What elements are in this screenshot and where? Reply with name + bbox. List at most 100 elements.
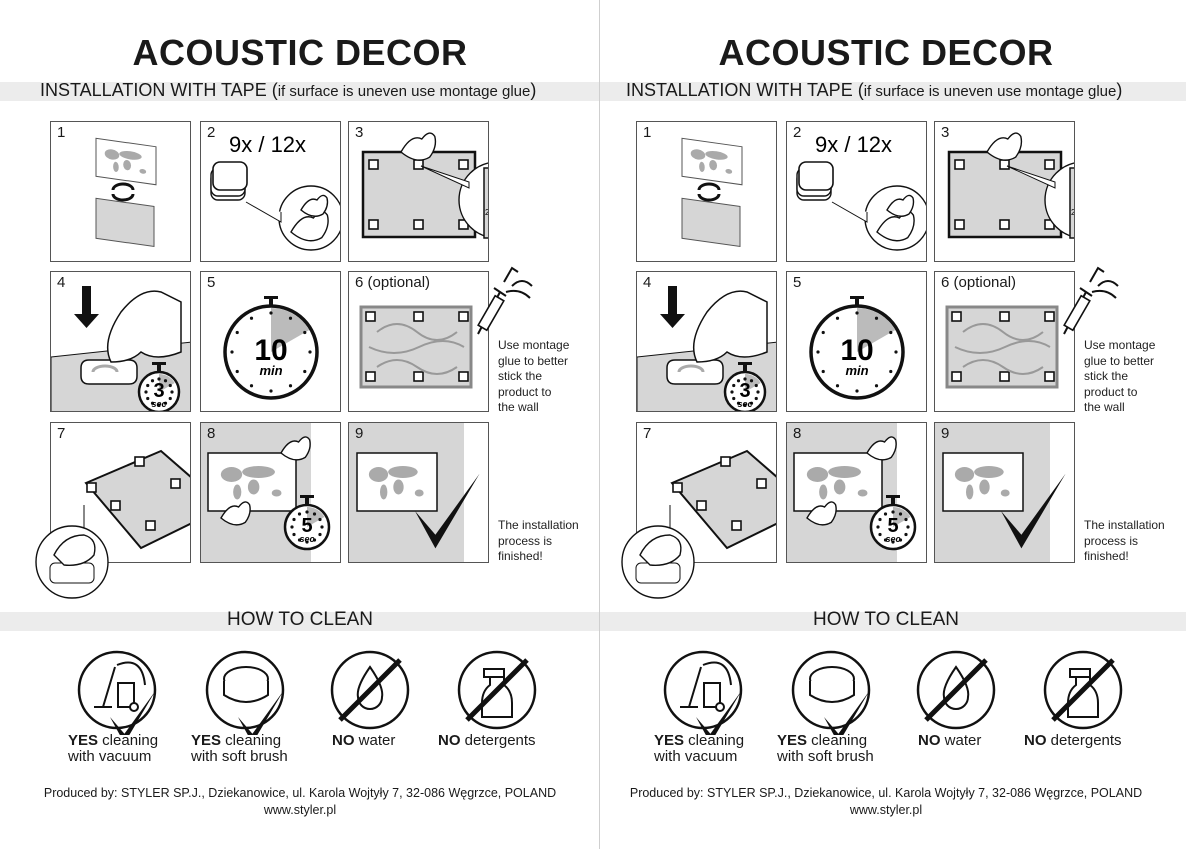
glue-note-line: stick the xyxy=(1084,369,1129,383)
timer-unit: sec xyxy=(737,399,752,409)
step-8-panel: 8 5 sec xyxy=(200,422,341,563)
hand-icon xyxy=(280,436,311,461)
website-link[interactable]: www.styler.pl xyxy=(263,803,337,817)
how-to-clean-heading: HOW TO CLEAN xyxy=(226,609,374,630)
timer-value: 5 xyxy=(301,515,312,537)
timer-unit: sec xyxy=(885,534,900,544)
subtitle-band xyxy=(0,82,600,101)
step-number: 8 xyxy=(793,425,802,442)
glue-note-line: glue to better xyxy=(498,353,569,368)
finished-note-line: finished! xyxy=(1084,549,1129,563)
clean-label-text: cleaning xyxy=(684,732,745,749)
finished-note-line: process is xyxy=(498,533,553,548)
step-3-illustration: 2cm2cm xyxy=(361,132,488,239)
step-9-panel: 9 xyxy=(348,422,489,563)
timer-value: 10 xyxy=(254,334,287,367)
step-5-illustration: 10 min xyxy=(809,296,905,400)
checkmark-icon xyxy=(824,690,870,735)
instruction-sheet-1: ACOUSTIC DECOR INSTALLATION WITH TAPE (i… xyxy=(0,32,600,817)
step-number: 6 (optional) xyxy=(941,274,1017,291)
clean-label-strong: YES xyxy=(654,732,685,749)
timer-value: 3 xyxy=(153,380,164,402)
margin-left-label: 2cm xyxy=(1071,208,1075,217)
timer-icon xyxy=(283,495,331,551)
clean-label-strong: YES xyxy=(68,732,99,749)
tape-stack-icon xyxy=(210,161,248,201)
step-4-illustration: 3 sec xyxy=(637,286,776,411)
checkmark-icon xyxy=(696,690,742,735)
hand-icon xyxy=(400,132,437,161)
glue-note-line: glue to better xyxy=(1084,353,1155,368)
glue-note-line: product to xyxy=(498,384,552,399)
step-number: 8 xyxy=(207,425,216,442)
glue-note-line: Use montage xyxy=(1084,338,1156,352)
hand-icon xyxy=(866,436,897,461)
world-map-icon xyxy=(954,466,1010,500)
step-number: 5 xyxy=(793,274,802,291)
clean-label-strong: NO xyxy=(1024,732,1047,749)
subtitle-main: INSTALLATION WITH TAPE ( xyxy=(626,80,864,100)
timer-unit: sec xyxy=(151,399,166,409)
clean-label-text: water xyxy=(354,732,396,749)
subtitle-close: ) xyxy=(530,80,537,100)
glue-note-line: the wall xyxy=(1084,400,1125,414)
subtitle-close: ) xyxy=(1116,80,1123,100)
step-5-panel: 5 10 min xyxy=(200,271,341,412)
clean-label: NO detergents xyxy=(438,733,536,749)
step-9-panel: 9 xyxy=(934,422,1075,563)
subtitle-note: if surface is uneven use montage glue xyxy=(863,83,1117,100)
clean-label-text: detergents xyxy=(1046,732,1122,749)
step-number: 3 xyxy=(941,124,950,141)
timer-value: 10 xyxy=(840,334,873,367)
world-map-icon xyxy=(690,149,733,174)
hand-icon xyxy=(876,210,915,242)
step-number: 5 xyxy=(207,274,216,291)
vacuum-icon xyxy=(77,650,157,735)
soft-brush-icon xyxy=(791,650,871,735)
clean-label: NO detergents xyxy=(1024,733,1122,749)
finished-note-line: The installation xyxy=(1084,518,1165,532)
step-number: 9 xyxy=(355,425,364,442)
step-3-illustration: 2cm2cm xyxy=(947,132,1075,239)
step-7-detail-circle xyxy=(35,505,109,599)
step-7-illustration xyxy=(670,449,776,550)
clean-label-strong: NO xyxy=(438,732,461,749)
step-9-illustration xyxy=(349,423,480,562)
world-map-icon xyxy=(104,149,147,174)
glue-note-line: the wall xyxy=(498,400,539,414)
clean-label: NO water xyxy=(918,733,981,749)
step-5-panel: 5 10 min xyxy=(786,271,927,412)
step-number: 3 xyxy=(355,124,364,141)
caulking-gun-icon xyxy=(477,266,533,335)
timer-unit: min xyxy=(259,363,282,378)
clean-label-strong: NO xyxy=(918,732,941,749)
step-8-panel: 8 5 sec xyxy=(786,422,927,563)
step-number: 2 xyxy=(793,124,802,141)
finished-note-line: process is xyxy=(1084,533,1139,548)
tape-count: 9x / 12x xyxy=(815,132,892,157)
world-map-icon xyxy=(220,466,282,500)
step-3-panel: 32cm2cm xyxy=(348,121,489,262)
installation-subtitle: INSTALLATION WITH TAPE (if surface is un… xyxy=(40,80,536,101)
glue-note-line: stick the xyxy=(498,369,543,383)
subtitle-main: INSTALLATION WITH TAPE ( xyxy=(40,80,278,100)
website-link[interactable]: www.styler.pl xyxy=(849,803,923,817)
hand-icon xyxy=(220,501,251,526)
installation-subtitle: INSTALLATION WITH TAPE (if surface is un… xyxy=(626,80,1122,101)
no-detergents-icon xyxy=(457,650,537,730)
clean-label-text: water xyxy=(940,732,982,749)
clean-label-text: cleaning xyxy=(807,732,868,749)
product-title: ACOUSTIC DECOR xyxy=(132,32,468,73)
step-7-detail-circle xyxy=(621,505,695,599)
step-8-illustration: 5 sec xyxy=(787,423,917,562)
step-number: 7 xyxy=(643,425,652,442)
step-6-panel: 6 (optional) xyxy=(348,271,489,412)
clean-label-text: cleaning xyxy=(221,732,282,749)
step-number: 1 xyxy=(643,124,652,141)
step-6-illustration xyxy=(945,305,1059,389)
